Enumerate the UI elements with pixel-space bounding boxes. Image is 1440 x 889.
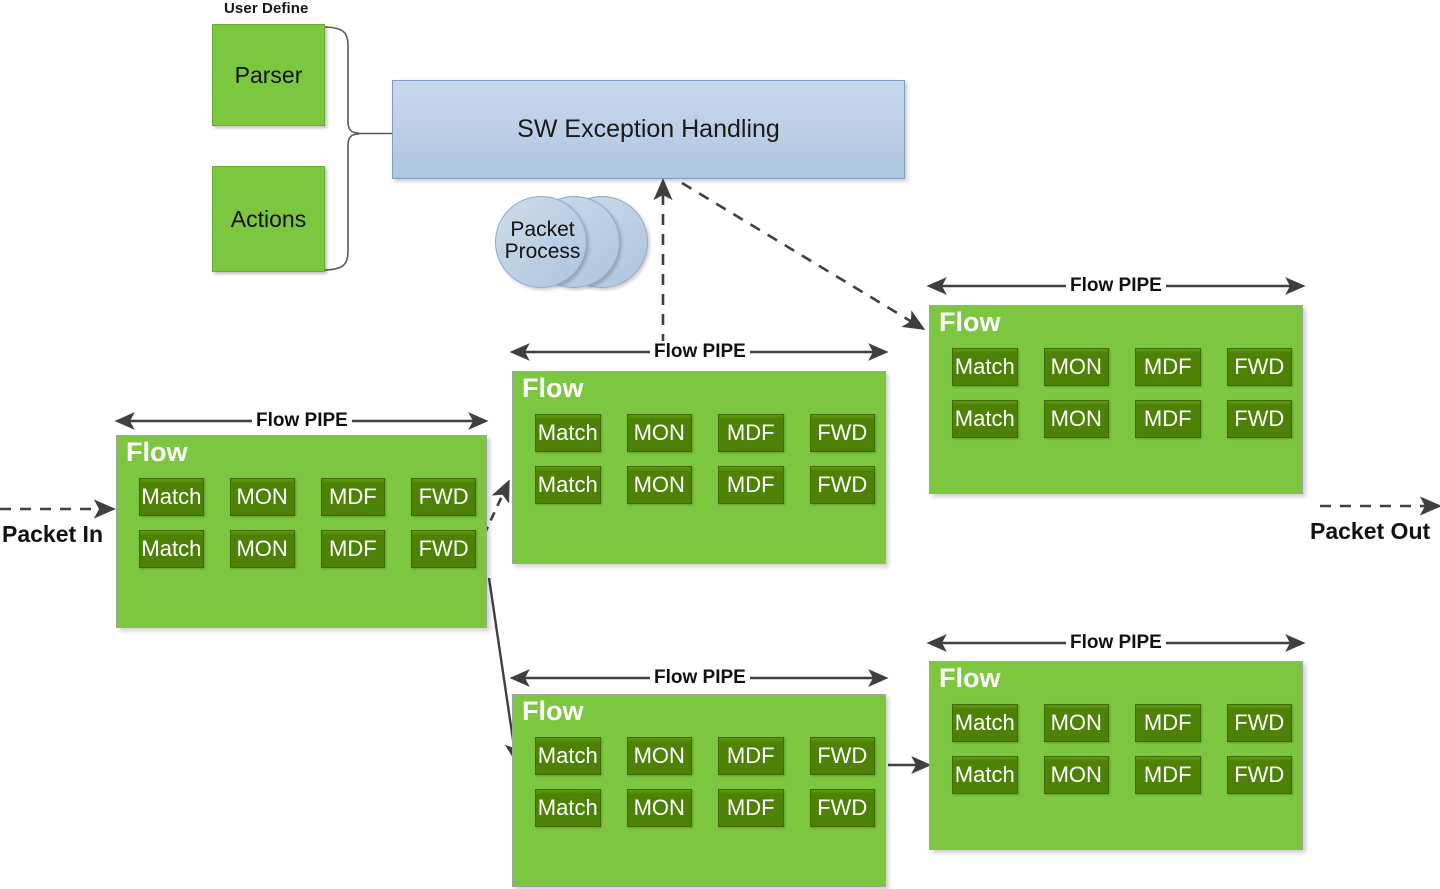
flow-row: Match MON MDF FWD [139,478,476,516]
cell-match[interactable]: Match [139,530,204,568]
packet-in-label: Packet In [2,521,103,547]
cell-mon[interactable]: MON [626,414,692,452]
cell-mon[interactable]: MON [626,789,692,827]
cell-match[interactable]: Match [952,400,1018,438]
cell-fwd[interactable]: FWD [1226,348,1292,386]
cell-mdf[interactable]: MDF [718,414,784,452]
packet-process-stack[interactable]: Packet Process [495,196,655,288]
packet-process-label-line2: Process [504,240,581,263]
flow-pipe-right-top-cells: Match MON MDF FWD Match MON MDF FWD [952,348,1292,452]
cell-match[interactable]: Match [952,704,1018,742]
cell-mdf[interactable]: MDF [718,737,784,775]
actions-block[interactable]: Actions [212,166,325,272]
cell-fwd[interactable]: FWD [809,414,875,452]
parser-block[interactable]: Parser [212,24,325,126]
flow-row: Match MON MDF FWD [952,348,1292,386]
cell-match[interactable]: Match [139,478,204,516]
cell-mon[interactable]: MON [1043,756,1109,794]
cell-mdf[interactable]: MDF [1135,756,1201,794]
flow-row: Match MON MDF FWD [952,756,1292,794]
flow-pipe-right-top[interactable]: Flow Match MON MDF FWD Match MON MDF FWD [929,305,1303,494]
flow-pipe-left[interactable]: Flow Match MON MDF FWD Match MON MDF FWD [116,435,487,628]
packet-process-circle-front [495,196,587,288]
packet-out-label: Packet Out [1310,518,1431,544]
flow-row: Match MON MDF FWD [139,530,476,568]
flow-pipe-right-bottom-title: Flow [939,663,1001,693]
cell-match[interactable]: Match [952,348,1018,386]
cell-match[interactable]: Match [535,789,601,827]
cell-match[interactable]: Match [952,756,1018,794]
cell-fwd[interactable]: FWD [809,789,875,827]
flow-row: Match MON MDF FWD [952,704,1292,742]
parser-block-label: Parser [234,61,303,88]
cell-fwd[interactable]: FWD [411,530,476,568]
dim-label-pipe-mid-bottom: Flow PIPE [650,667,750,689]
dim-label-pipe-right-top: Flow PIPE [1066,275,1166,297]
cell-mdf[interactable]: MDF [320,478,386,516]
flow-pipe-mid-top-cells: Match MON MDF FWD Match MON MDF FWD [535,414,875,518]
flow-pipe-mid-bottom-cells: Match MON MDF FWD Match MON MDF FWD [535,737,875,841]
flow-pipe-left-cells: Match MON MDF FWD Match MON MDF FWD [139,478,476,582]
cell-mdf[interactable]: MDF [718,789,784,827]
cell-mon[interactable]: MON [229,530,295,568]
flow-row: Match MON MDF FWD [535,466,875,504]
cell-mdf[interactable]: MDF [718,466,784,504]
cell-fwd[interactable]: FWD [809,466,875,504]
flow-row: Match MON MDF FWD [535,789,875,827]
flow-pipe-right-bottom-cells: Match MON MDF FWD Match MON MDF FWD [952,704,1292,808]
cell-mdf[interactable]: MDF [320,530,386,568]
flow-pipe-right-bottom[interactable]: Flow Match MON MDF FWD Match MON MDF FWD [929,661,1303,850]
sw-to-righttop-arrow [681,181,926,331]
sw-exception-handling-box[interactable]: SW Exception Handling [392,80,905,179]
left-to-midtop-arrow [482,479,510,536]
cell-fwd[interactable]: FWD [1226,400,1292,438]
cell-fwd[interactable]: FWD [809,737,875,775]
cell-fwd[interactable]: FWD [1226,704,1292,742]
flow-row: Match MON MDF FWD [535,414,875,452]
cell-mdf[interactable]: MDF [1135,348,1201,386]
cell-fwd[interactable]: FWD [1226,756,1292,794]
flow-row: Match MON MDF FWD [535,737,875,775]
dim-label-pipe-left: Flow PIPE [252,410,352,432]
cell-mdf[interactable]: MDF [1135,704,1201,742]
flow-row: Match MON MDF FWD [952,400,1292,438]
user-define-label: User Define [224,0,309,17]
flow-pipe-right-top-title: Flow [939,307,1001,337]
flow-pipe-mid-bottom-title: Flow [522,696,584,726]
user-define-brace [322,26,392,271]
cell-mon[interactable]: MON [1043,704,1109,742]
dim-label-pipe-right-bottom: Flow PIPE [1066,632,1166,654]
flow-pipe-mid-bottom[interactable]: Flow Match MON MDF FWD Match MON MDF FWD [512,694,886,887]
cell-match[interactable]: Match [535,737,601,775]
cell-mon[interactable]: MON [229,478,295,516]
actions-block-label: Actions [230,205,307,232]
packet-process-label-line1: Packet [510,217,575,241]
flow-pipe-mid-top-title: Flow [522,373,584,403]
cell-mdf[interactable]: MDF [1135,400,1201,438]
cell-match[interactable]: Match [535,466,601,504]
cell-mon[interactable]: MON [626,466,692,504]
cell-mon[interactable]: MON [1043,400,1109,438]
cell-fwd[interactable]: FWD [411,478,476,516]
flow-pipe-left-title: Flow [126,437,188,467]
cell-mon[interactable]: MON [626,737,692,775]
cell-match[interactable]: Match [535,414,601,452]
dim-label-pipe-mid-top: Flow PIPE [650,341,750,363]
sw-exception-handling-label: SW Exception Handling [517,115,780,143]
flow-pipe-mid-top[interactable]: Flow Match MON MDF FWD Match MON MDF FWD [512,371,886,564]
cell-mon[interactable]: MON [1043,348,1109,386]
packet-process-label: Packet Process [495,196,590,286]
